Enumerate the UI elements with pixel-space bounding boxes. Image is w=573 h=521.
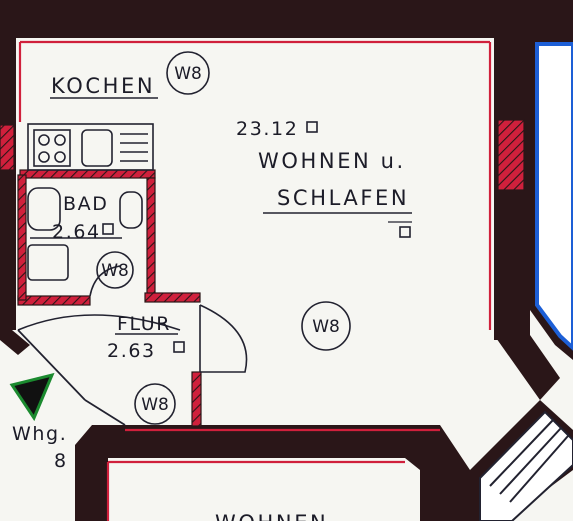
kitchen-badge: W8 <box>166 51 210 95</box>
entrance-label-line2: 8 <box>54 450 68 472</box>
hatched-walls <box>0 119 525 427</box>
area-square-icon <box>306 121 318 133</box>
bath-fixtures <box>27 187 143 297</box>
living-badge-text: W8 <box>312 317 340 337</box>
kitchen-label: KOCHEN <box>51 74 155 98</box>
bath-badge: W8 <box>96 251 134 289</box>
area-square-icon <box>173 341 185 353</box>
living-badge: W8 <box>301 301 351 351</box>
entrance-label-line1: Whg. <box>12 423 67 445</box>
bath-badge-text: W8 <box>101 261 129 281</box>
bath-label: BAD <box>63 193 108 215</box>
next-room-label: WOHNEN <box>215 511 328 521</box>
hall-area: 2.63 <box>107 340 156 362</box>
living-area: 23.12 <box>236 118 298 140</box>
hall-label: FLUR <box>117 313 171 335</box>
living-label-line1: WOHNEN u. <box>258 149 406 173</box>
hall-door <box>199 304 248 373</box>
kitchen-badge-text: W8 <box>174 64 202 84</box>
hall-badge: W8 <box>134 383 176 425</box>
wall-inner-lines <box>18 40 492 521</box>
window-right <box>530 30 573 360</box>
kitchen-counter <box>27 123 154 171</box>
hall-badge-text: W8 <box>141 395 169 415</box>
entrance-arrow <box>9 372 55 422</box>
entrance-door <box>17 314 181 401</box>
balcony-stairs <box>470 400 573 521</box>
area-square-icon <box>399 226 411 238</box>
bath-area: 2.64 <box>52 221 101 243</box>
door-frame-line <box>84 399 126 426</box>
area-square-icon <box>102 223 114 235</box>
living-label-line2: SCHLAFEN <box>277 186 409 210</box>
